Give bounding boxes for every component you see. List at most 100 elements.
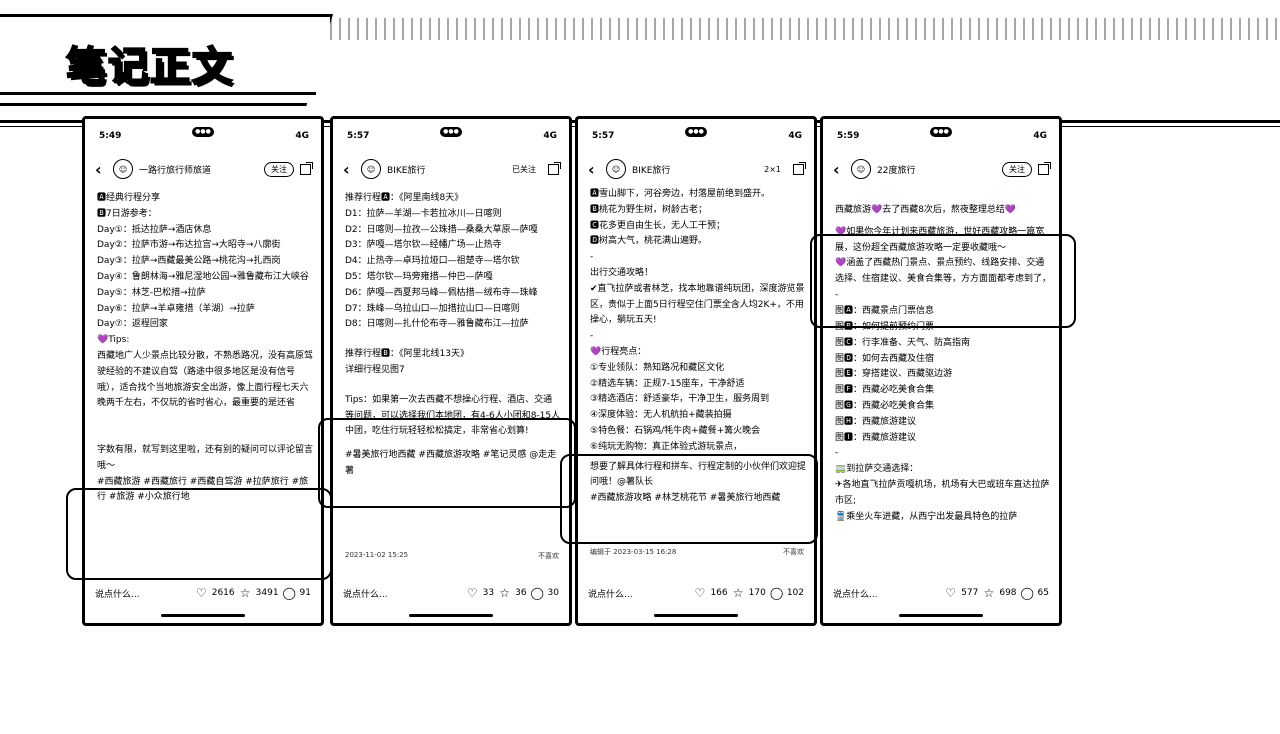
note-line: Tips：如果第一次去西藏不想操心行程、酒店、交通等问题，可以选择我们本地团，有… [345, 394, 561, 437]
action-bar: 说点什么... ♡ 33 ☆ 36 ◯30 [343, 583, 559, 603]
star-icon[interactable]: ☆ [239, 585, 251, 600]
phone-screenshot-1: 5:49 4G ●●● ‹ ☺ 一路行旅行师旅道 关注 🅰经典行程分享 🅱7日游… [82, 116, 324, 626]
heart-icon[interactable]: ♡ [945, 585, 957, 600]
status-time: 5:57 [592, 131, 615, 141]
comment-icon[interactable]: ◯ [769, 585, 784, 600]
note-line: 🅰经典行程分享 [97, 193, 161, 203]
note-line: 图🅸：西藏旅游建议 [835, 432, 917, 443]
comment-input[interactable]: 说点什么... [95, 589, 140, 600]
status-time: 5:49 [99, 131, 122, 141]
dislike-label[interactable]: 不喜欢 [538, 552, 559, 560]
avatar[interactable]: ☺ [851, 159, 871, 179]
note-header: ‹ ☺ BIKE旅行 2×1 [588, 157, 806, 181]
account-name[interactable]: BIKE旅行 [632, 165, 671, 176]
highlight-box [810, 234, 1076, 328]
avatar[interactable]: ☺ [113, 159, 133, 179]
comment-icon[interactable]: ◯ [282, 585, 296, 600]
home-indicator [409, 614, 493, 617]
follow-button[interactable]: 关注 [264, 161, 294, 177]
share-icon[interactable] [1038, 161, 1051, 175]
section-banner [0, 14, 333, 106]
star-count: 170 [748, 588, 766, 598]
note-line: 推荐行程🅰：《阿里南线8天》 [345, 193, 464, 203]
dislike-label[interactable]: 不喜欢 [783, 548, 804, 556]
star-count: 36 [515, 588, 527, 598]
share-icon[interactable] [300, 161, 313, 175]
star-count: 3491 [255, 588, 279, 598]
status-signal: 4G [788, 131, 802, 141]
note-line: 西藏地广人少景点比较分散，不熟悉路况，没有高原驾驶经验的不建议自驾（路途中很多地… [97, 350, 313, 409]
note-line: ✔直飞拉萨或者林芝，找本地靠谱纯玩团，深度游览景区，贵似于上面5日行程空住门票全… [590, 283, 805, 326]
comment-count: 30 [547, 588, 559, 598]
star-icon[interactable]: ☆ [983, 585, 995, 600]
share-icon[interactable] [793, 161, 806, 175]
heart-icon[interactable]: ♡ [195, 585, 207, 600]
follow-button[interactable]: 已关注 [512, 164, 536, 174]
account-name[interactable]: 一路行旅行师旅道 [139, 165, 212, 176]
action-bar: 说点什么... ♡ 166 ☆ 170 ◯102 [588, 583, 804, 603]
note-line: 图🅷：西藏旅游建议 [835, 416, 917, 427]
phone-screenshot-4: 5:59 4G ●●● ‹ ☺ 22度旅行 关注 西藏旅游💜去了西藏8次后，熬夜… [820, 116, 1062, 626]
note-line: - [835, 448, 839, 459]
account-name[interactable]: BIKE旅行 [387, 165, 426, 176]
comment-input[interactable]: 说点什么... [833, 589, 878, 600]
note-line: 图🅰：西藏景点门票信息 [835, 306, 935, 317]
note-line: 💜行程亮点： [590, 346, 647, 357]
note-line: 图🅵：西藏必吃美食合集 [835, 385, 935, 396]
like-count: 33 [482, 588, 495, 598]
note-line: D5：塔尔钦—玛旁雍措—仲巴—萨嘎 [345, 271, 493, 282]
back-icon[interactable]: ‹ [95, 159, 102, 179]
dynamic-island: ●●● [440, 127, 462, 137]
follow-button[interactable]: 关注 [1002, 161, 1032, 177]
action-bar: 说点什么... ♡577 ☆698 ◯65 [833, 583, 1049, 603]
note-line: Day④：鲁朗林海→雅尼湿地公园→雅鲁藏布江大峡谷 [97, 271, 309, 282]
like-count: 166 [710, 588, 728, 598]
hashtags[interactable]: #西藏旅游 #西藏旅行 #西藏自驾游 #拉萨旅行 #旅行 #旅游 #小众旅行地 [97, 476, 309, 503]
note-line: 想要了解具体行程和拼车、行程定制的小伙伴们欢迎提问哦！@薯队长 [590, 461, 807, 488]
hashtags[interactable]: #西藏旅游攻略 #林芝桃花节 #暑美旅行地西藏 [590, 493, 781, 504]
spacer [345, 379, 561, 393]
share-icon[interactable] [548, 161, 561, 175]
comment-icon[interactable]: ◯ [530, 585, 544, 600]
note-line: 💜涵盖了西藏热门景点、景点预约、线路安排、交通选择、住宿建议、美食合集等，方方面… [835, 258, 1051, 285]
like-count: 577 [961, 588, 979, 598]
note-line: 图🅶：西藏必吃美食合集 [835, 400, 935, 411]
back-icon[interactable]: ‹ [833, 159, 840, 179]
status-time: 5:57 [347, 131, 370, 141]
status-signal: 4G [295, 131, 309, 141]
note-line: D2：日喀则—拉孜—公珠措—桑桑大草原—萨嘎 [345, 224, 538, 235]
note-line: Day①：抵达拉萨→酒店休息 [97, 224, 212, 235]
star-icon[interactable]: ☆ [499, 585, 510, 600]
note-line: 图🅴：穿搭建议、西藏驱边游 [835, 369, 953, 380]
back-icon[interactable]: ‹ [588, 159, 595, 179]
star-icon[interactable]: ☆ [732, 585, 744, 600]
note-body: 西藏旅游💜去了西藏8次后，熬夜整理总结💜 💜如果你今年计划来西藏旅游，世好西藏攻… [835, 203, 1051, 525]
note-line: - [835, 290, 839, 301]
comment-count: 102 [786, 588, 804, 598]
heart-icon[interactable]: ♡ [466, 585, 478, 600]
avatar[interactable]: ☺ [361, 159, 381, 179]
heart-icon[interactable]: ♡ [694, 585, 706, 600]
spacer [345, 333, 561, 347]
banner-title: 笔记正文 [65, 43, 234, 91]
comment-input[interactable]: 说点什么... [588, 589, 633, 600]
avatar[interactable]: ☺ [606, 159, 626, 179]
note-line: 图🅳：如何去西藏及住宿 [835, 353, 935, 364]
note-header: ‹ ☺ 22度旅行 关注 [833, 157, 1051, 181]
comment-count: 91 [299, 588, 311, 598]
note-line: Day⑥：拉萨→羊卓雍措（羊湖）→拉萨 [97, 303, 255, 314]
status-bar: 5:49 4G [99, 129, 309, 143]
back-icon[interactable]: ‹ [343, 159, 350, 179]
comment-icon[interactable]: ◯ [1020, 585, 1034, 600]
account-name[interactable]: 22度旅行 [877, 165, 916, 176]
note-line: 🅲花多更自由生长，无人工干预； [590, 220, 726, 231]
comment-input[interactable]: 说点什么... [343, 589, 388, 600]
note-line: ✈各地直飞拉萨贡嘎机场，机场有大巴或班车直达拉萨市区; [835, 479, 1050, 506]
hashtags[interactable]: #暑美旅行地西藏 #西藏旅游攻略 #笔记灵感 @走走薯 [345, 450, 557, 476]
note-line: 详细行程见图7 [345, 364, 405, 375]
note-line: D3：萨嘎—塔尔钦—经幡广场—止热寺 [345, 240, 502, 251]
follow-button[interactable]: 2×1 [764, 164, 781, 174]
status-time: 5:59 [837, 131, 860, 141]
dynamic-island: ●●● [685, 127, 707, 137]
note-line: Day⑤：林芝-巴松措→拉萨 [97, 287, 206, 298]
